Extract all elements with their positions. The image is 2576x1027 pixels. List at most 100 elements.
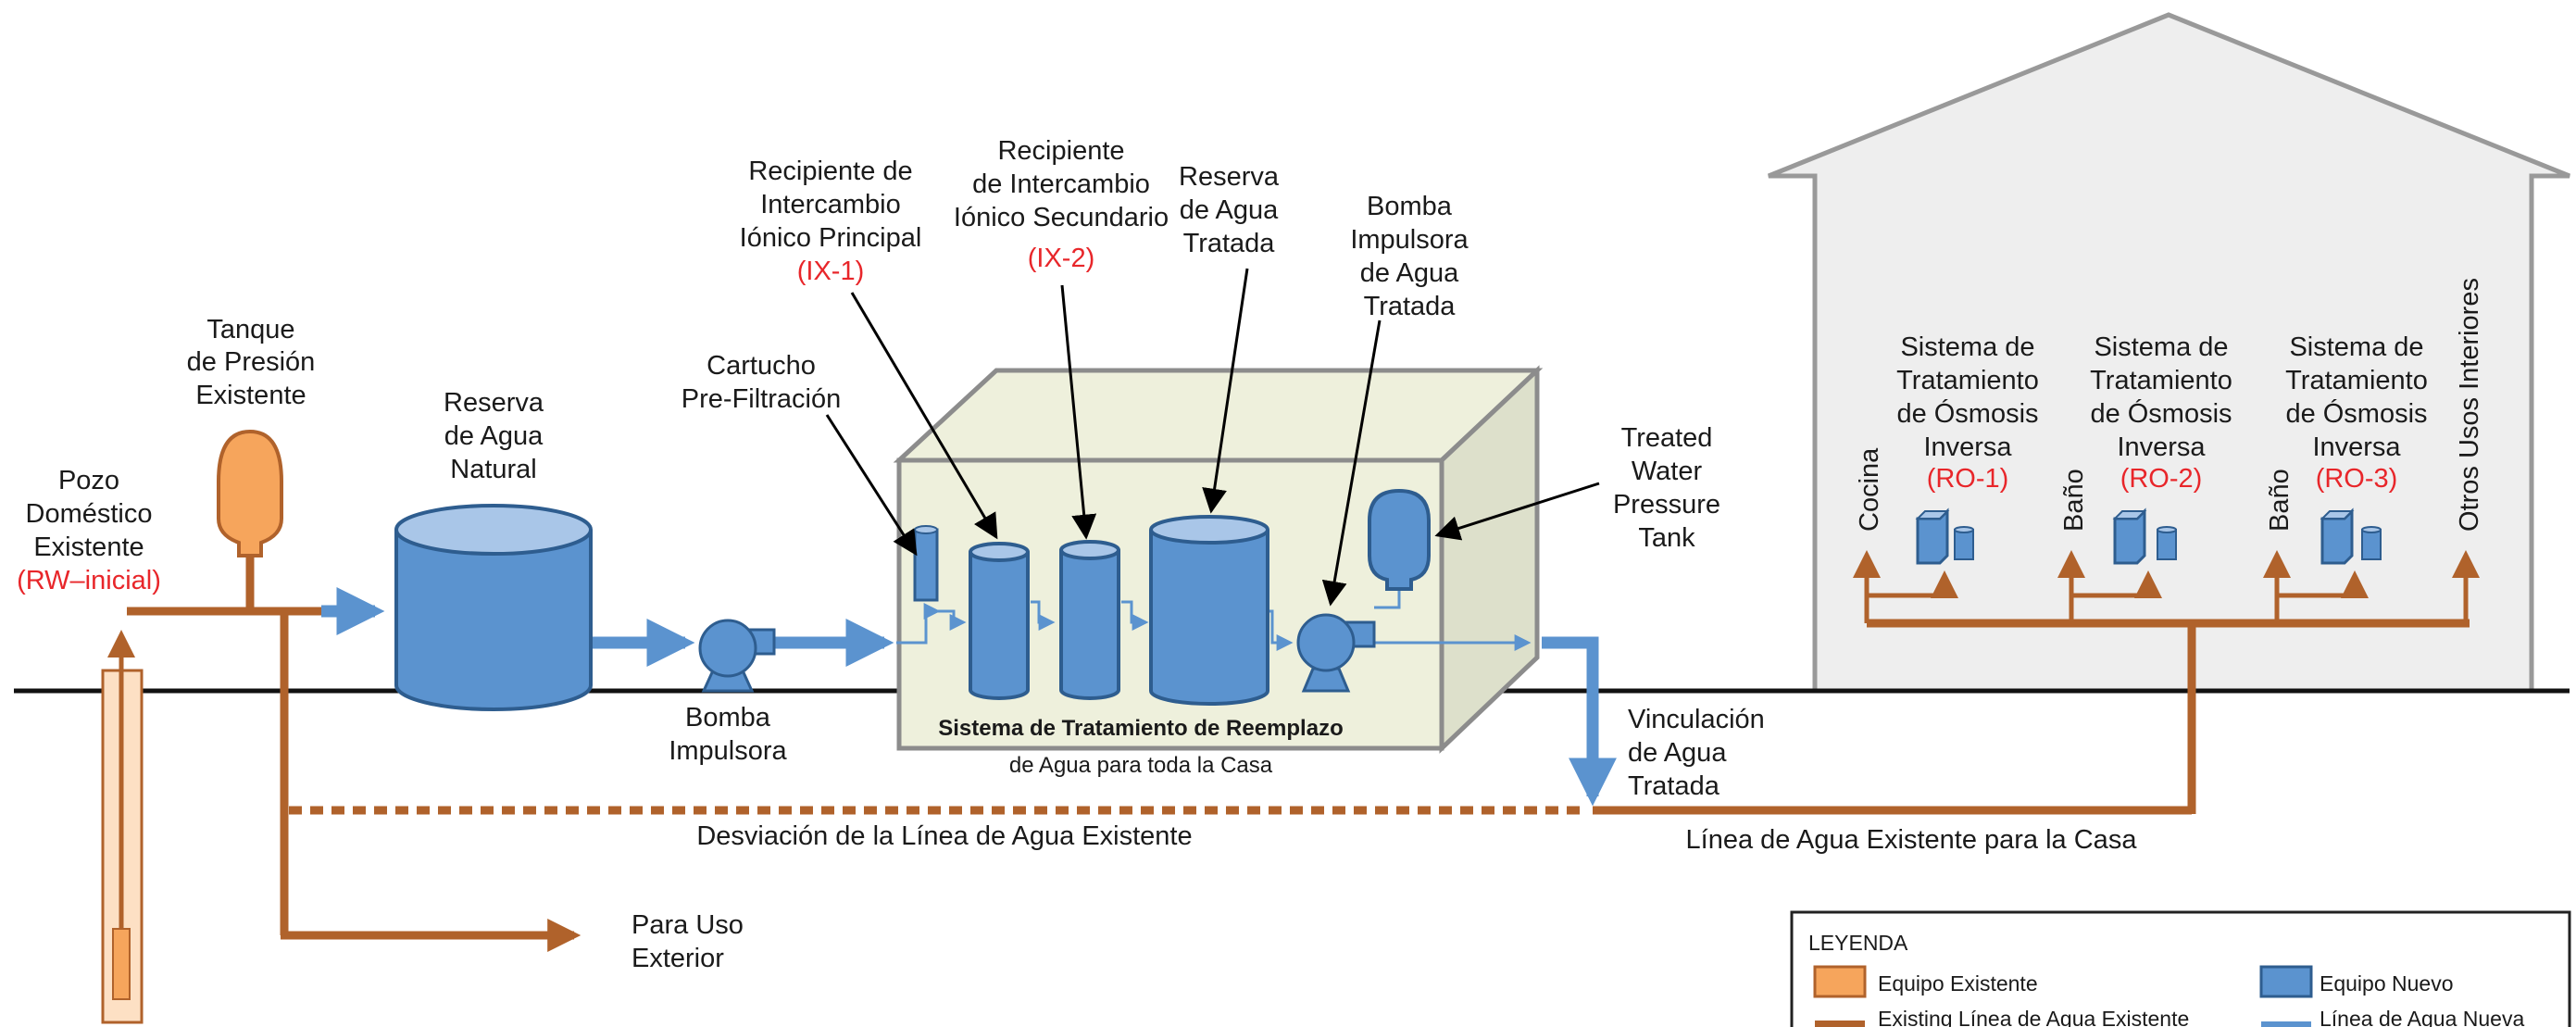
raw-water-reservoir [394, 504, 593, 711]
ix2-label-line: Iónico Secundario [954, 203, 1169, 232]
ro3-label-line: de Ósmosis [2285, 398, 2427, 429]
house [1768, 12, 2570, 694]
ro3-label-code: (RO-3) [2316, 464, 2398, 494]
outdoor-label: Para Uso Exterior [631, 910, 744, 973]
cocina-label: Cocina [1855, 447, 1884, 532]
treated-pump-label-line: de Agua [1360, 258, 1459, 288]
treated-water-pressure-tank [1368, 488, 1431, 591]
booster-pump [698, 619, 776, 693]
ro2-label-line: de Ósmosis [2090, 398, 2232, 429]
treated-reservoir-label-line: Reserva [1179, 162, 1280, 192]
ro1-label-line: Tratamiento [1896, 366, 2039, 395]
ro1-label-code: (RO-1) [1927, 464, 2009, 494]
legend-existing-equipment-swatch [1813, 965, 1867, 998]
ro1-label-line: Inversa [1923, 432, 2012, 462]
ix1-label: Recipiente de Intercambio Iónico Princip… [740, 157, 922, 286]
raw-reservoir-label-line: de Agua [444, 421, 544, 451]
ro1-label: Sistema de Tratamiento de Ósmosis Invers… [1896, 332, 2039, 494]
legend-existing-line: Existing Línea de Agua Existente [1878, 1007, 2189, 1027]
leader-lines [825, 268, 1600, 607]
tie-in-label-line: Vinculación [1628, 705, 1765, 734]
treated-tank-label-line: Treated [1621, 423, 1713, 453]
treated-pump-label-line: Impulsora [1350, 225, 1469, 255]
ix2-vessel [1059, 540, 1120, 700]
treated-water-pump [1296, 613, 1376, 693]
treated-tank-label-line: Pressure [1613, 490, 1720, 520]
ix1-vessel [969, 542, 1030, 700]
booster-pump-label: Bomba Impulsora [669, 703, 787, 766]
ro3-label-line: Inversa [2312, 432, 2401, 462]
ix1-label-line: Recipiente de [748, 157, 912, 186]
ro1-label-line: Sistema de [1900, 332, 2034, 362]
raw-reservoir-label-line: Natural [450, 455, 537, 484]
outdoor-label-line: Para Uso [631, 910, 744, 940]
new-pipes [321, 587, 1617, 807]
treated-reservoir-label-line: de Agua [1180, 195, 1279, 225]
treatment-system-box [893, 365, 1544, 754]
booster-pump-label-line: Impulsora [669, 736, 787, 766]
legend-new-line: Línea de Agua Nueva [2320, 1007, 2524, 1027]
treated-reservoir-label: Reserva de Agua Tratada [1179, 162, 1280, 258]
tie-in-label: Vinculación de Agua Tratada [1628, 705, 1765, 801]
existing-pipes [127, 550, 2480, 952]
ro2-label-line: Sistema de [2094, 332, 2228, 362]
prefilter-label-line: Cartucho [707, 351, 816, 381]
booster-pump-label-line: Bomba [685, 703, 771, 733]
ro3-label-line: Sistema de [2289, 332, 2423, 362]
system-box-label-line: de Agua para toda la Casa [1009, 753, 1273, 778]
tie-in-label-line: de Agua [1628, 738, 1727, 768]
ro2-label-line: Inversa [2117, 432, 2206, 462]
prefilter-label: Cartucho Pre-Filtración [682, 351, 841, 414]
pressure-tank-label-line: de Presión [187, 347, 316, 377]
existing-well [101, 630, 144, 1024]
raw-reservoir-label-line: Reserva [444, 388, 544, 418]
ix1-label-line: Iónico Principal [740, 223, 922, 253]
ro2-label: Sistema de Tratamiento de Ósmosis Invers… [2090, 332, 2232, 494]
ro3-unit [2320, 507, 2382, 565]
ro1-label-line: de Ósmosis [1896, 398, 2038, 429]
system-box-label: Sistema de Tratamiento de Reemplazo de A… [938, 716, 1343, 778]
legend: LEYENDA Equipo Existente Equipo Nuevo Ex… [1790, 910, 2571, 1027]
well-label-line: Existente [33, 532, 144, 562]
legend-title: LEYENDA [1808, 931, 1908, 955]
treated-water-reservoir [1149, 515, 1269, 706]
treated-pump-label: Bomba Impulsora de Agua Tratada [1350, 192, 1469, 321]
ix2-label-line: Recipiente [997, 136, 1124, 166]
pressure-tank-label-line: Tanque [206, 315, 294, 344]
legend-new-equipment-swatch [2259, 965, 2313, 998]
treated-tank-label-line: Water [1632, 457, 1703, 486]
existing-pressure-tank [217, 429, 283, 557]
pressure-tank-label: Tanque de Presión Existente [187, 315, 316, 410]
ro2-label-line: Tratamiento [2090, 366, 2232, 395]
otros-label: Otros Usos Interiores [2455, 278, 2484, 532]
ix1-label-line: Intercambio [760, 190, 901, 219]
treated-pump-label-line: Tratada [1364, 292, 1457, 321]
bano2-label: Baño [2265, 469, 2295, 532]
bypass-label: Desviación de la Línea de Agua Existente [696, 821, 1192, 851]
house-line-label: Línea de Agua Existente para la Casa [1686, 825, 2138, 855]
ix2-label-line: de Intercambio [972, 169, 1150, 199]
raw-reservoir-label: Reserva de Agua Natural [444, 388, 544, 484]
treated-tank-label-line: Tank [1638, 523, 1695, 553]
well-label-code: (RW–inicial) [17, 566, 161, 595]
ro3-label-line: Tratamiento [2285, 366, 2428, 395]
treated-reservoir-label-line: Tratada [1183, 229, 1276, 258]
well-label-line: Pozo [58, 466, 119, 495]
bano1-label: Baño [2059, 469, 2089, 532]
tie-in-label-line: Tratada [1628, 771, 1720, 801]
legend-existing-equipment: Equipo Existente [1878, 971, 2038, 996]
ro2-unit [2112, 507, 2177, 565]
ro1-unit [1915, 507, 1974, 565]
prefilter-label-line: Pre-Filtración [682, 384, 841, 414]
prefilter-cartridge [913, 525, 939, 602]
ix2-label-code: (IX-2) [1028, 244, 1095, 273]
ix2-label: Recipiente de Intercambio Iónico Secunda… [954, 136, 1169, 273]
treated-tank-label: Treated Water Pressure Tank [1613, 423, 1720, 553]
legend-new-equipment: Equipo Nuevo [2320, 971, 2454, 996]
well-label-line: Doméstico [26, 499, 153, 529]
treated-pump-label-line: Bomba [1367, 192, 1453, 221]
ro3-label: Sistema de Tratamiento de Ósmosis Invers… [2285, 332, 2428, 494]
system-box-label-line: Sistema de Tratamiento de Reemplazo [938, 716, 1343, 741]
ro2-label-code: (RO-2) [2120, 464, 2203, 494]
